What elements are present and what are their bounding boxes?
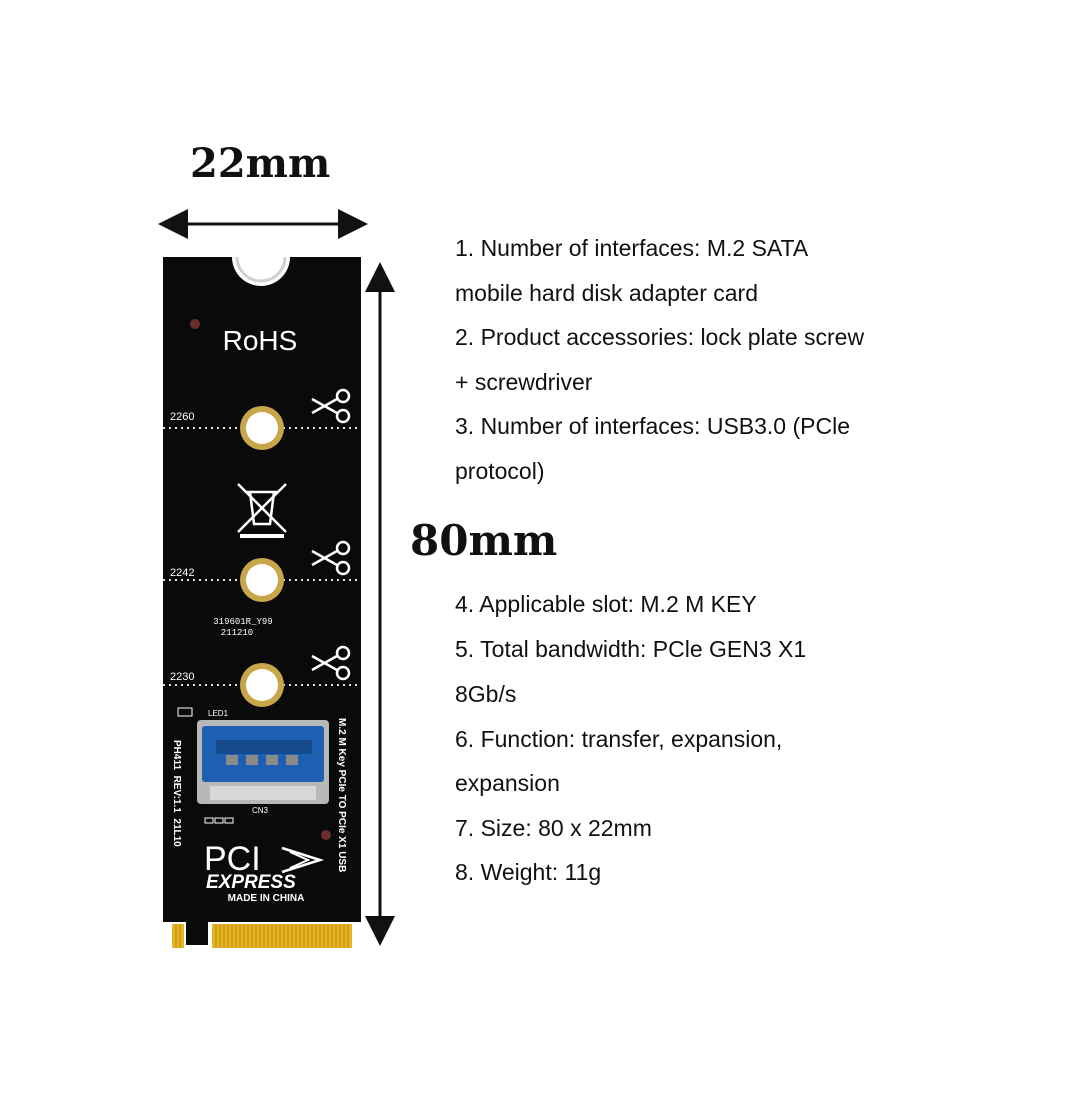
- mounting-hole-2230: [240, 663, 284, 707]
- length-mark-2260: 2260: [170, 411, 194, 423]
- spec-line: + screwdriver: [455, 369, 593, 395]
- pci-express-logo: PCI EXPRESS: [204, 840, 325, 893]
- scissors-icon: [311, 388, 351, 424]
- svg-text:PCI: PCI: [204, 840, 261, 878]
- scissors-icon: [311, 645, 351, 681]
- model-text: PH411 REV:1.1 21L10: [171, 740, 182, 847]
- spec-line: mobile hard disk adapter card: [455, 280, 758, 306]
- side-text: M.2 M Key PCIe TO PCIe X1 USB: [336, 718, 347, 872]
- gold-contact-fingers: [172, 924, 352, 948]
- scissors-icon: [311, 540, 351, 576]
- m2-adapter-board: RoHS 2260 2242 2230: [163, 256, 361, 948]
- spec-line: 4. Applicable slot: M.2 M KEY: [455, 591, 757, 617]
- length-mark-2242: 2242: [170, 567, 194, 579]
- width-dimension-label: 22mm: [190, 140, 331, 187]
- board-date-code: 211210: [221, 628, 253, 638]
- board-code: 319601R_Y99: [213, 617, 272, 627]
- spec-line: 1. Number of interfaces: M.2 SATA: [455, 235, 809, 261]
- connector-label: CN3: [252, 806, 269, 815]
- spec-line: protocol): [455, 458, 545, 484]
- height-dimension-label: 80mm: [410, 516, 558, 565]
- weee-bin-icon: [237, 483, 287, 538]
- spec-line: 8. Weight: 11g: [455, 859, 602, 885]
- made-in-label: MADE IN CHINA: [228, 893, 305, 904]
- rohs-mark: RoHS: [223, 325, 298, 356]
- mounting-hole-2242: [240, 558, 284, 602]
- led-label: LED1: [208, 709, 229, 718]
- spec-line: 5. Total bandwidth: PCle GEN3 X1: [455, 636, 807, 662]
- svg-text:EXPRESS: EXPRESS: [206, 872, 296, 893]
- spec-line: expansion: [455, 770, 560, 796]
- spec-line: 3. Number of interfaces: USB3.0 (PCle: [455, 413, 850, 439]
- usb-3-port: [197, 720, 329, 804]
- spec-line: 6. Function: transfer, expansion,: [455, 726, 783, 752]
- length-mark-2230: 2230: [170, 671, 194, 683]
- mounting-hole-2260: [240, 406, 284, 450]
- spec-line: 2. Product accessories: lock plate screw: [455, 324, 865, 350]
- spec-line: 7. Size: 80 x 22mm: [455, 815, 652, 841]
- spec-line: 8Gb/s: [455, 681, 517, 707]
